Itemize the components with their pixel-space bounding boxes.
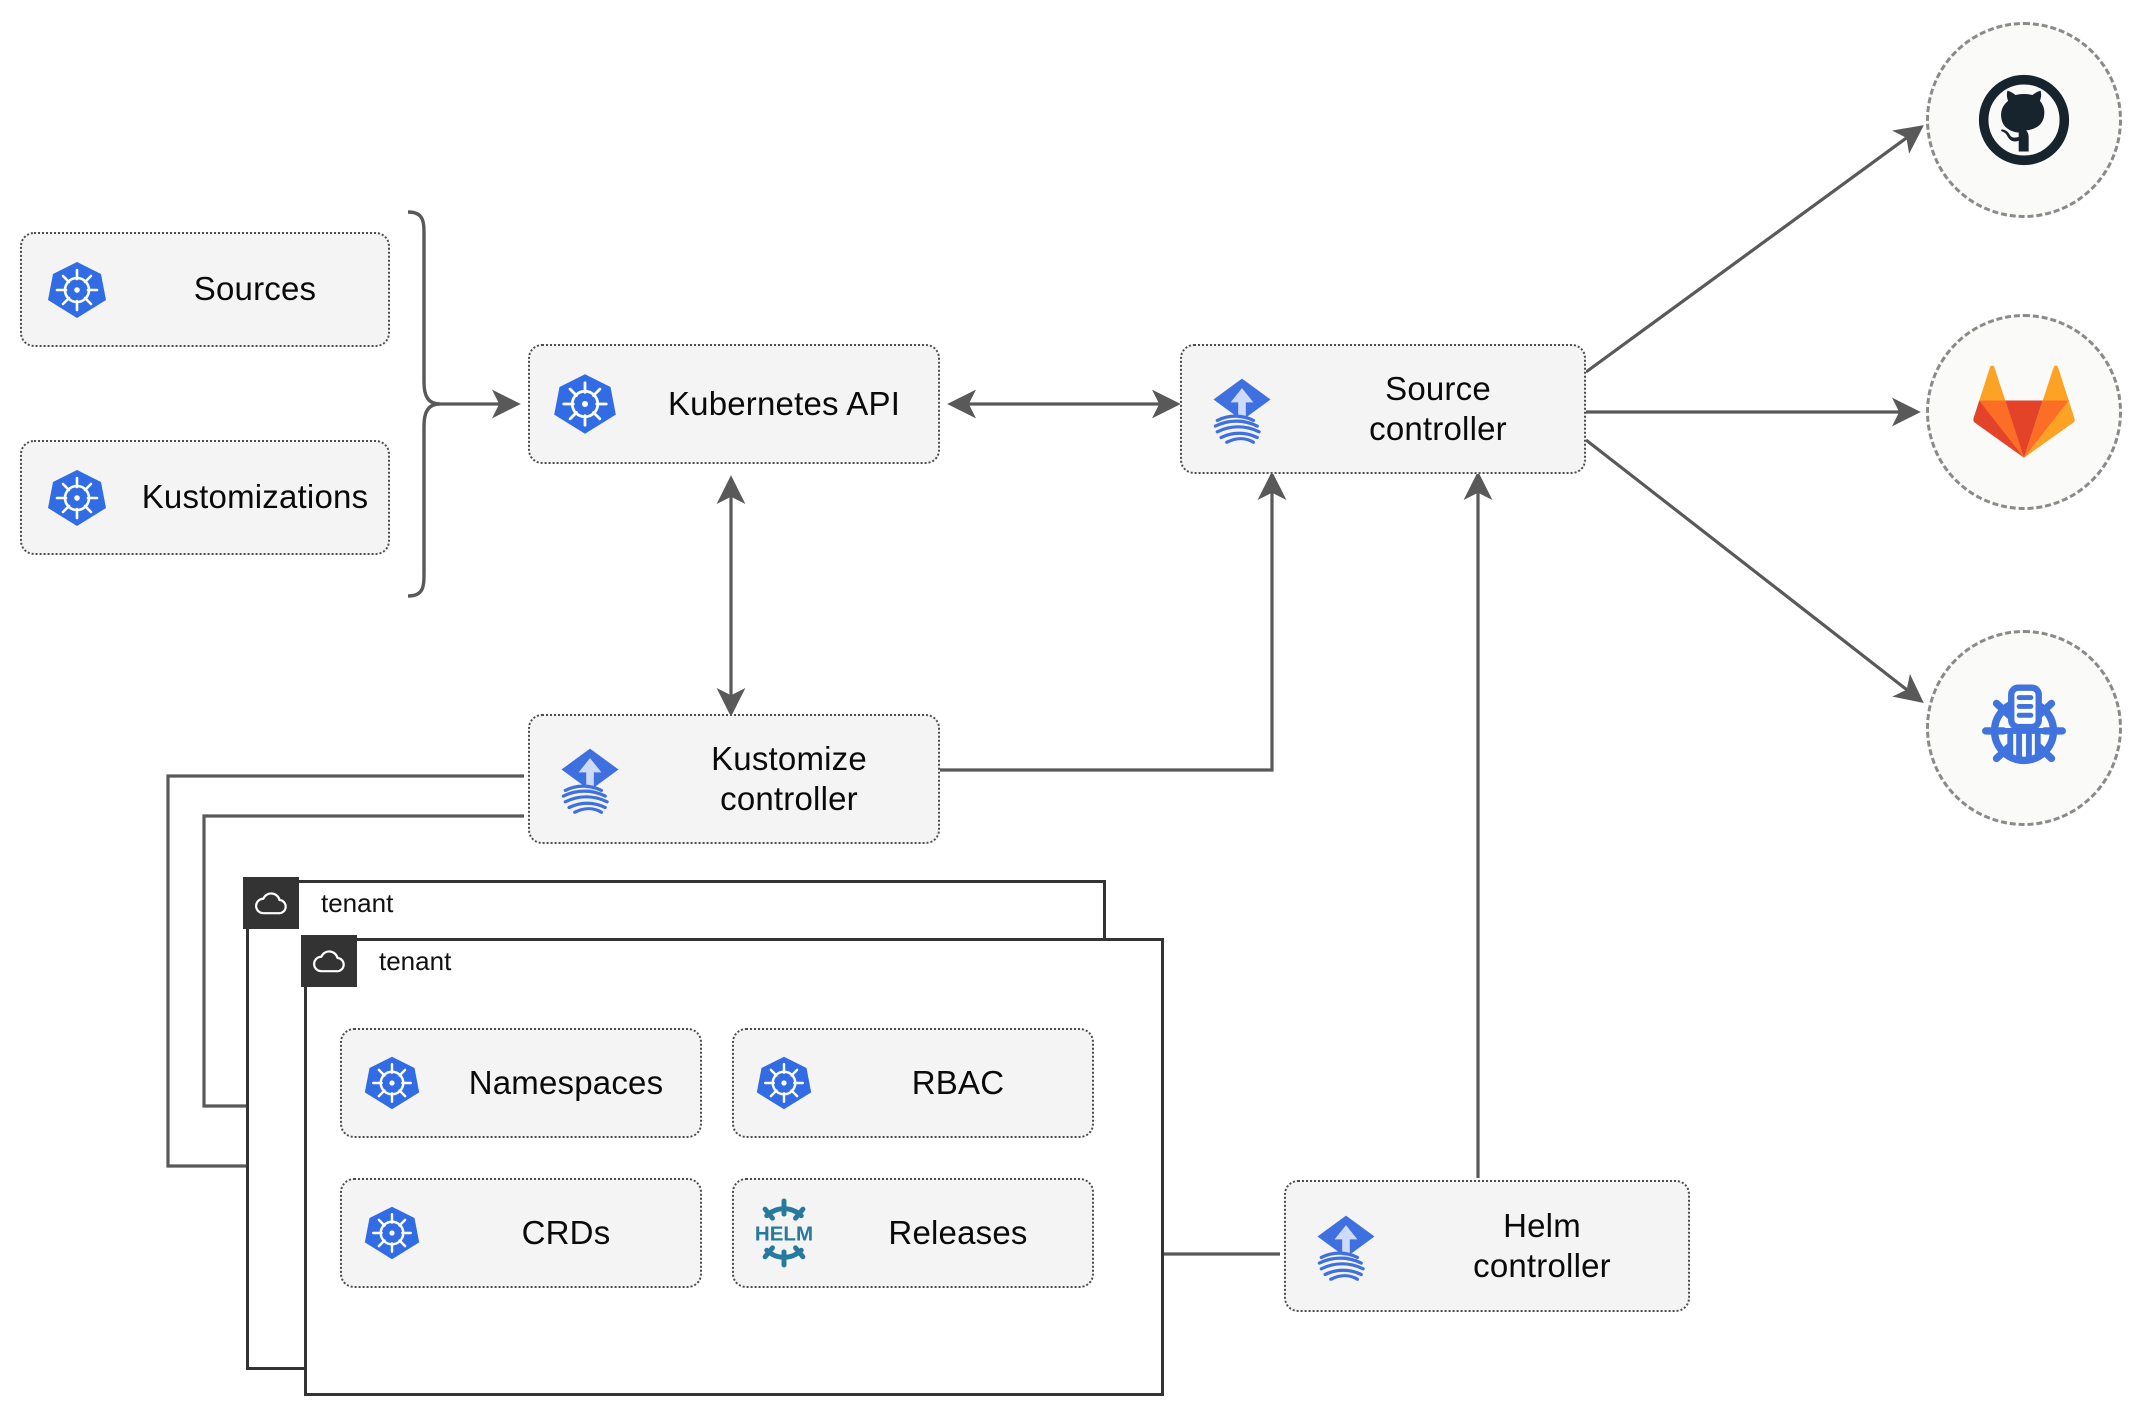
gitlab-icon <box>1973 365 2075 458</box>
github-icon <box>1978 74 2070 166</box>
node-label: Releases <box>888 1213 1028 1251</box>
node-rbac[interactable]: RBAC <box>732 1028 1094 1138</box>
node-namespaces[interactable]: Namespaces <box>340 1028 702 1138</box>
brace-connector <box>407 210 441 598</box>
cloud-icon <box>243 877 299 929</box>
node-releases[interactable]: HELM Releases <box>732 1178 1094 1288</box>
node-label-line2: controller <box>720 780 858 817</box>
kubernetes-icon <box>22 466 132 530</box>
flux-icon <box>1182 371 1302 447</box>
provider-helm-repository[interactable] <box>1926 630 2122 826</box>
kubernetes-icon <box>22 258 132 322</box>
node-kustomizations[interactable]: Kustomizations <box>20 440 390 555</box>
kustomize-controller-to-source-controller-arrow <box>940 471 1287 772</box>
source-controller-to-helm-repo-arrow <box>1585 438 1924 703</box>
node-kubernetes-api[interactable]: Kubernetes API <box>528 344 940 464</box>
node-label-line1: Helm <box>1503 1206 1581 1244</box>
node-kustomize-controller[interactable]: Kustomize controller <box>528 714 940 844</box>
tenant-header-back: tenant <box>243 877 393 929</box>
node-label-line2: controller <box>1369 410 1507 447</box>
flux-icon <box>530 741 650 817</box>
node-helm-controller[interactable]: Helm controller <box>1284 1180 1690 1312</box>
cloud-icon <box>301 935 357 987</box>
flux-icon <box>1286 1208 1406 1284</box>
tenant-label: tenant <box>379 945 452 976</box>
helm-icon: HELM <box>734 1196 834 1270</box>
node-label: RBAC <box>911 1063 1005 1101</box>
node-label: Helm controller <box>1406 1206 1688 1287</box>
helm-wordmark: HELM <box>755 1222 813 1245</box>
source-controller-to-github-arrow <box>1585 125 1924 374</box>
node-label-line1: Kustomize <box>711 739 867 777</box>
provider-gitlab[interactable] <box>1926 314 2122 510</box>
kubernetes-icon <box>734 1053 834 1113</box>
node-label: Kustomizations <box>141 478 369 516</box>
tenant-header-front: tenant <box>301 935 451 987</box>
tenant-box-front[interactable] <box>304 938 1164 1396</box>
tenant-label: tenant <box>321 887 394 918</box>
helm-repository-icon <box>1982 684 2066 765</box>
kubernetes-icon <box>342 1053 442 1113</box>
node-crds[interactable]: CRDs <box>340 1178 702 1288</box>
provider-github[interactable] <box>1926 22 2122 218</box>
kubernetes-icon <box>530 370 640 438</box>
kubernetes-icon <box>342 1203 442 1263</box>
node-label-line2: controller <box>1473 1247 1611 1284</box>
node-source-controller[interactable]: Source controller <box>1180 344 1586 474</box>
node-label: Namespaces <box>468 1063 664 1101</box>
node-label: Sources <box>193 270 317 308</box>
node-label: Kustomize controller <box>650 739 938 820</box>
node-label: CRDs <box>521 1213 611 1251</box>
node-label: Kubernetes API <box>667 384 901 422</box>
node-sources[interactable]: Sources <box>20 232 390 347</box>
node-label: Source controller <box>1302 369 1584 450</box>
node-label-line1: Source <box>1385 369 1491 407</box>
